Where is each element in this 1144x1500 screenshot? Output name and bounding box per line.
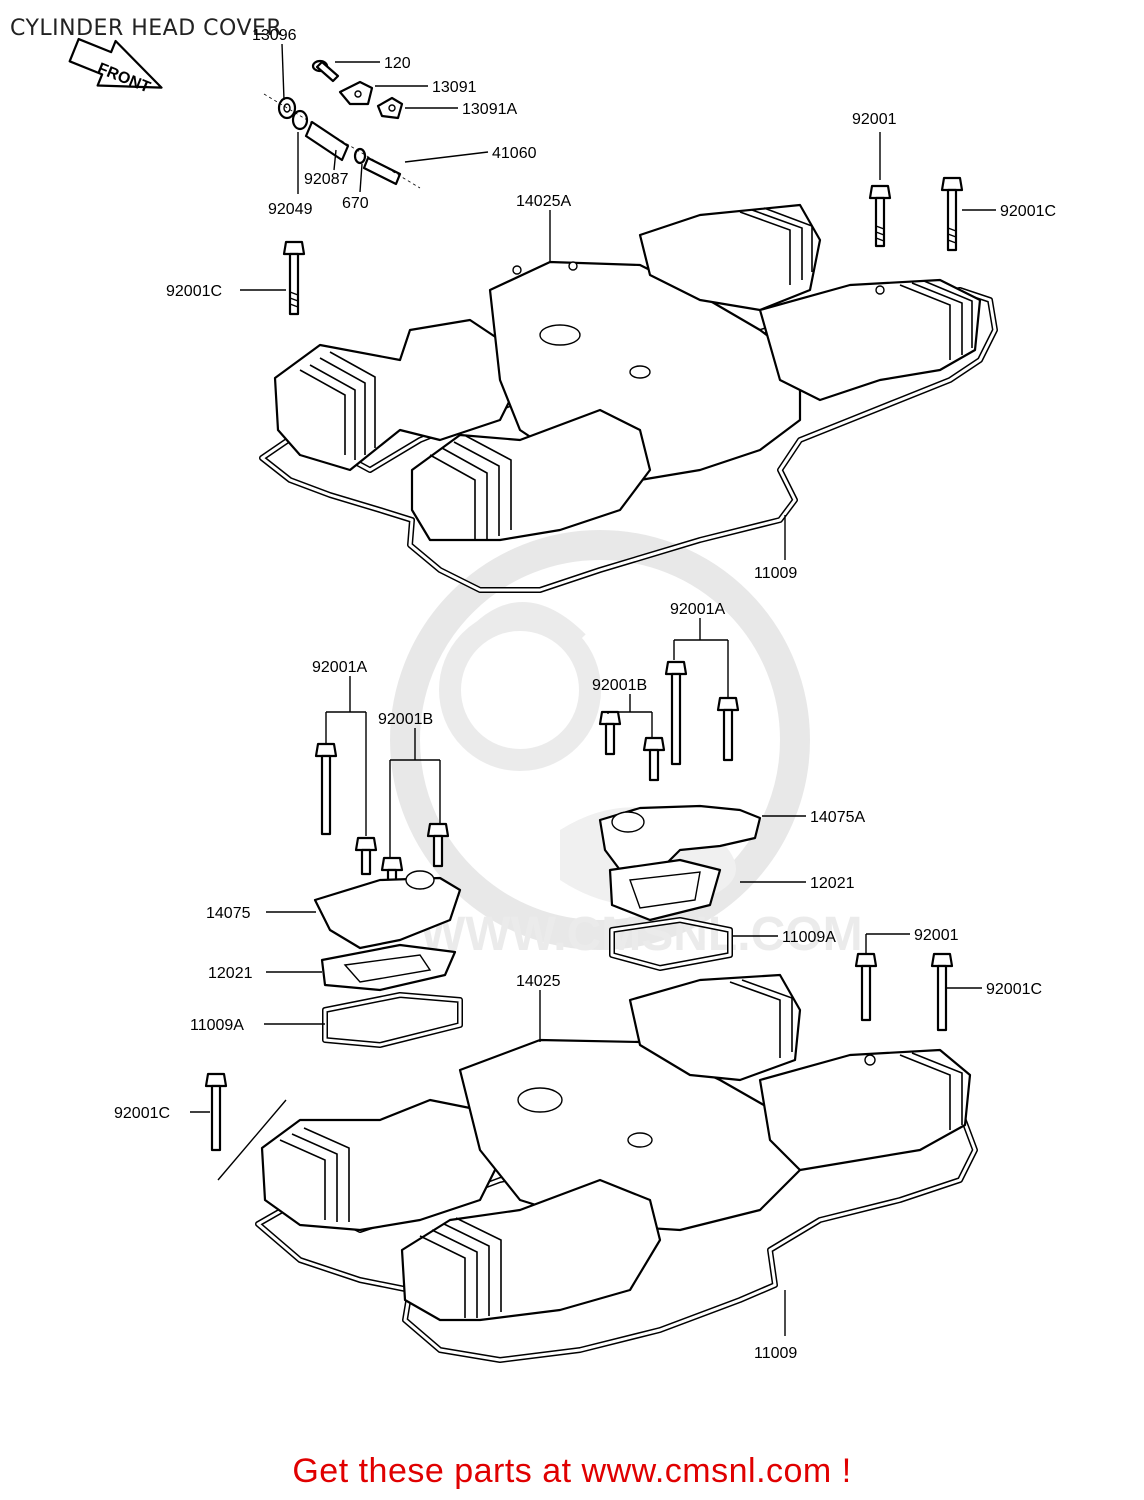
label-13096: 13096 [252, 27, 297, 44]
label-92001-bottom: 92001 [914, 927, 959, 944]
bolt-92001c-bottom-right [930, 952, 954, 1032]
bolt-92001a-right-2 [716, 696, 740, 762]
label-41060: 41060 [492, 145, 537, 162]
label-92001b-left: 92001B [378, 711, 433, 728]
breather-cover-14075a [598, 804, 762, 872]
label-11009a-right: 11009A [782, 929, 836, 946]
cooling-fins-right-front [899, 280, 973, 360]
reed-valve-12021-left [320, 943, 457, 992]
cooling-fins-left-rear-bottom [279, 1127, 350, 1222]
cylinder-head-cover-14025a [259, 203, 998, 593]
label-14075a: 14075A [810, 809, 865, 826]
cooling-fins-left-rear [299, 351, 376, 460]
label-92001c-bottom-right: 92001C [986, 981, 1042, 998]
bolt-92001c-bottom-left [204, 1072, 228, 1152]
bolt-92001b-right-1 [598, 710, 622, 756]
label-92001-top: 92001 [852, 111, 897, 128]
bolt-92001c-top-left [282, 240, 306, 316]
cooling-fins-left-front [429, 435, 512, 540]
footer-promo-link[interactable]: Get these parts at www.cmsnl.com ! [292, 1452, 852, 1490]
label-12021-left: 12021 [208, 965, 253, 982]
label-11009-bottom: 11009 [754, 1345, 797, 1362]
front-arrow: FRONT [68, 37, 163, 97]
label-11009-top: 11009 [754, 565, 797, 582]
bolt-92001-top-right [868, 184, 892, 248]
bolt-92001a-left-2 [354, 836, 378, 876]
label-670: 670 [342, 195, 369, 212]
bolt-92001a-right-1 [664, 660, 688, 766]
label-11009a-left: 11009A [190, 1017, 244, 1034]
label-13091a: 13091A [462, 101, 517, 118]
label-14075: 14075 [206, 905, 251, 922]
label-13091: 13091 [432, 79, 477, 96]
label-14025a: 14025A [516, 193, 571, 210]
watermark-logo: WWW.CMSNL.COM [390, 530, 863, 961]
label-92087: 92087 [304, 171, 349, 188]
label-120: 120 [384, 55, 411, 72]
label-92001c-top-left: 92001C [166, 283, 222, 300]
cooling-fins-left-front-bottom [419, 1217, 502, 1318]
reed-valve-12021-right [608, 858, 722, 922]
gasket-11009a-left [322, 992, 463, 1048]
cooling-fins-right-front-bottom [899, 1052, 963, 1130]
cooling-fins-right-rear-bottom [729, 979, 793, 1058]
label-92049: 92049 [268, 201, 313, 218]
cylinder-head-cover-14025 [255, 973, 978, 1363]
bolt-92001-bottom-right [854, 952, 878, 1022]
label-92001a-right: 92001A [670, 601, 725, 618]
diagram-title: CYLINDER HEAD COVER [10, 16, 283, 41]
label-92001c-bottom-left: 92001C [114, 1105, 170, 1122]
bolt-92001c-top-right [940, 176, 964, 252]
label-92001b-right: 92001B [592, 677, 647, 694]
pipe-41060 [362, 156, 402, 186]
cooling-fins-right-rear [739, 207, 813, 285]
bolt-92001b-right-2 [642, 736, 666, 782]
label-92001c-top-right: 92001C [1000, 203, 1056, 220]
bolt-120 [311, 59, 340, 83]
oil-pipe-fitting-assembly [263, 59, 421, 189]
o-ring-670 [353, 147, 367, 165]
part-labels: 13096 120 13091 13091A 41060 92087 92049… [114, 27, 1056, 1362]
fitting-92087 [304, 120, 350, 162]
breather-cover-14075 [313, 870, 462, 950]
label-12021-right: 12021 [810, 875, 855, 892]
bolt-92001a-left-1 [314, 742, 338, 836]
leader-lines [190, 43, 996, 1336]
label-92001a-left: 92001A [312, 659, 367, 676]
o-ring-92049 [291, 109, 309, 131]
label-14025: 14025 [516, 973, 561, 990]
